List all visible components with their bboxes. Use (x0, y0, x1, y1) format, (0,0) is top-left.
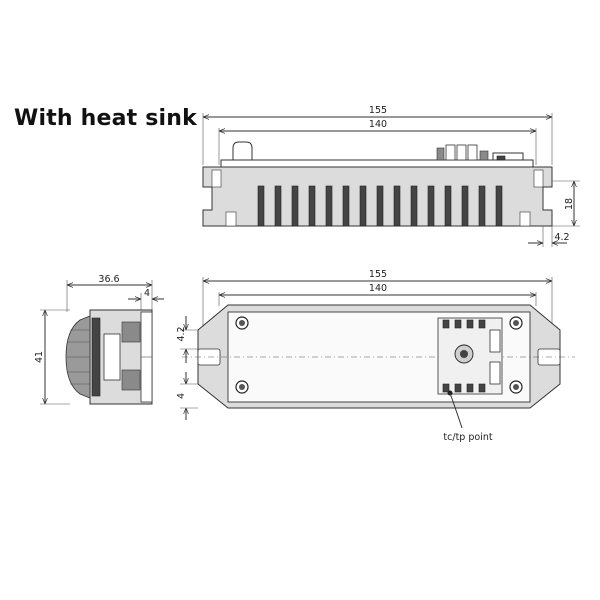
tc-tp-callout: tc/tp point (443, 432, 492, 443)
heat-sink-fins (257, 185, 503, 227)
dim-140-top: 140 (369, 119, 387, 130)
dim-36-6: 36.6 (98, 274, 119, 285)
screw-holes (235, 316, 523, 394)
top-view: 155 140 (202, 105, 580, 247)
dim-140-bottom: 140 (369, 283, 387, 294)
dim-4-2-bottom: 4.2 (176, 326, 187, 341)
dim-155-bottom: 155 (369, 269, 387, 280)
bottom-view: 155 140 (176, 269, 575, 443)
side-view: 36.6 4 41 (34, 274, 164, 405)
dim-18: 18 (564, 198, 575, 210)
drawing-title: With heat sink (14, 106, 197, 131)
dim-41: 41 (34, 351, 45, 363)
dim-4-side: 4 (144, 288, 150, 299)
dim-4-2-top: 4.2 (554, 232, 569, 243)
dim-4-bottom: 4 (176, 393, 187, 399)
dim-155-top: 155 (369, 105, 387, 116)
